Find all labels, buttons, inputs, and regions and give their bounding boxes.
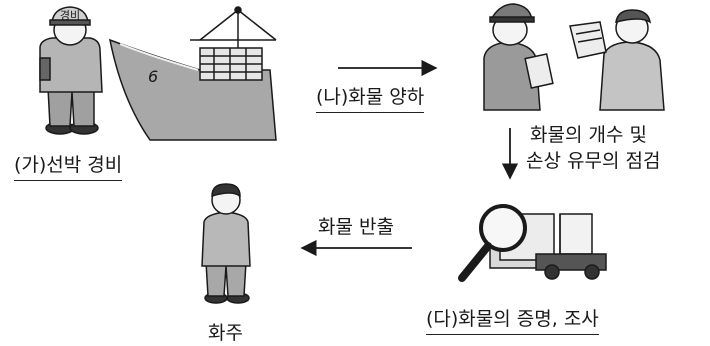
guard-cap-text: 경비 — [60, 9, 80, 22]
inspection-illustration — [483, 3, 665, 111]
step-inspection-line1: 화물의 개수 및 — [530, 124, 647, 146]
step-cargo-verification: (다)화물의 증명, 조사 — [426, 308, 599, 335]
consignee-illustration — [201, 183, 251, 304]
ship-number: 6 — [148, 67, 158, 86]
step-cargo-unloading: (나)화물 양하 — [316, 86, 425, 113]
step-cargo-release: 화물 반출 — [318, 216, 394, 238]
ship-illustration: 6 — [108, 6, 277, 141]
verification-illustration — [458, 204, 607, 282]
consignee-label: 화주 — [208, 322, 243, 344]
step-ship-security: (가)선박 경비 — [14, 154, 123, 181]
step-inspection-line2: 손상 유무의 점검 — [526, 150, 661, 172]
guard-illustration: 경비 — [39, 6, 103, 135]
